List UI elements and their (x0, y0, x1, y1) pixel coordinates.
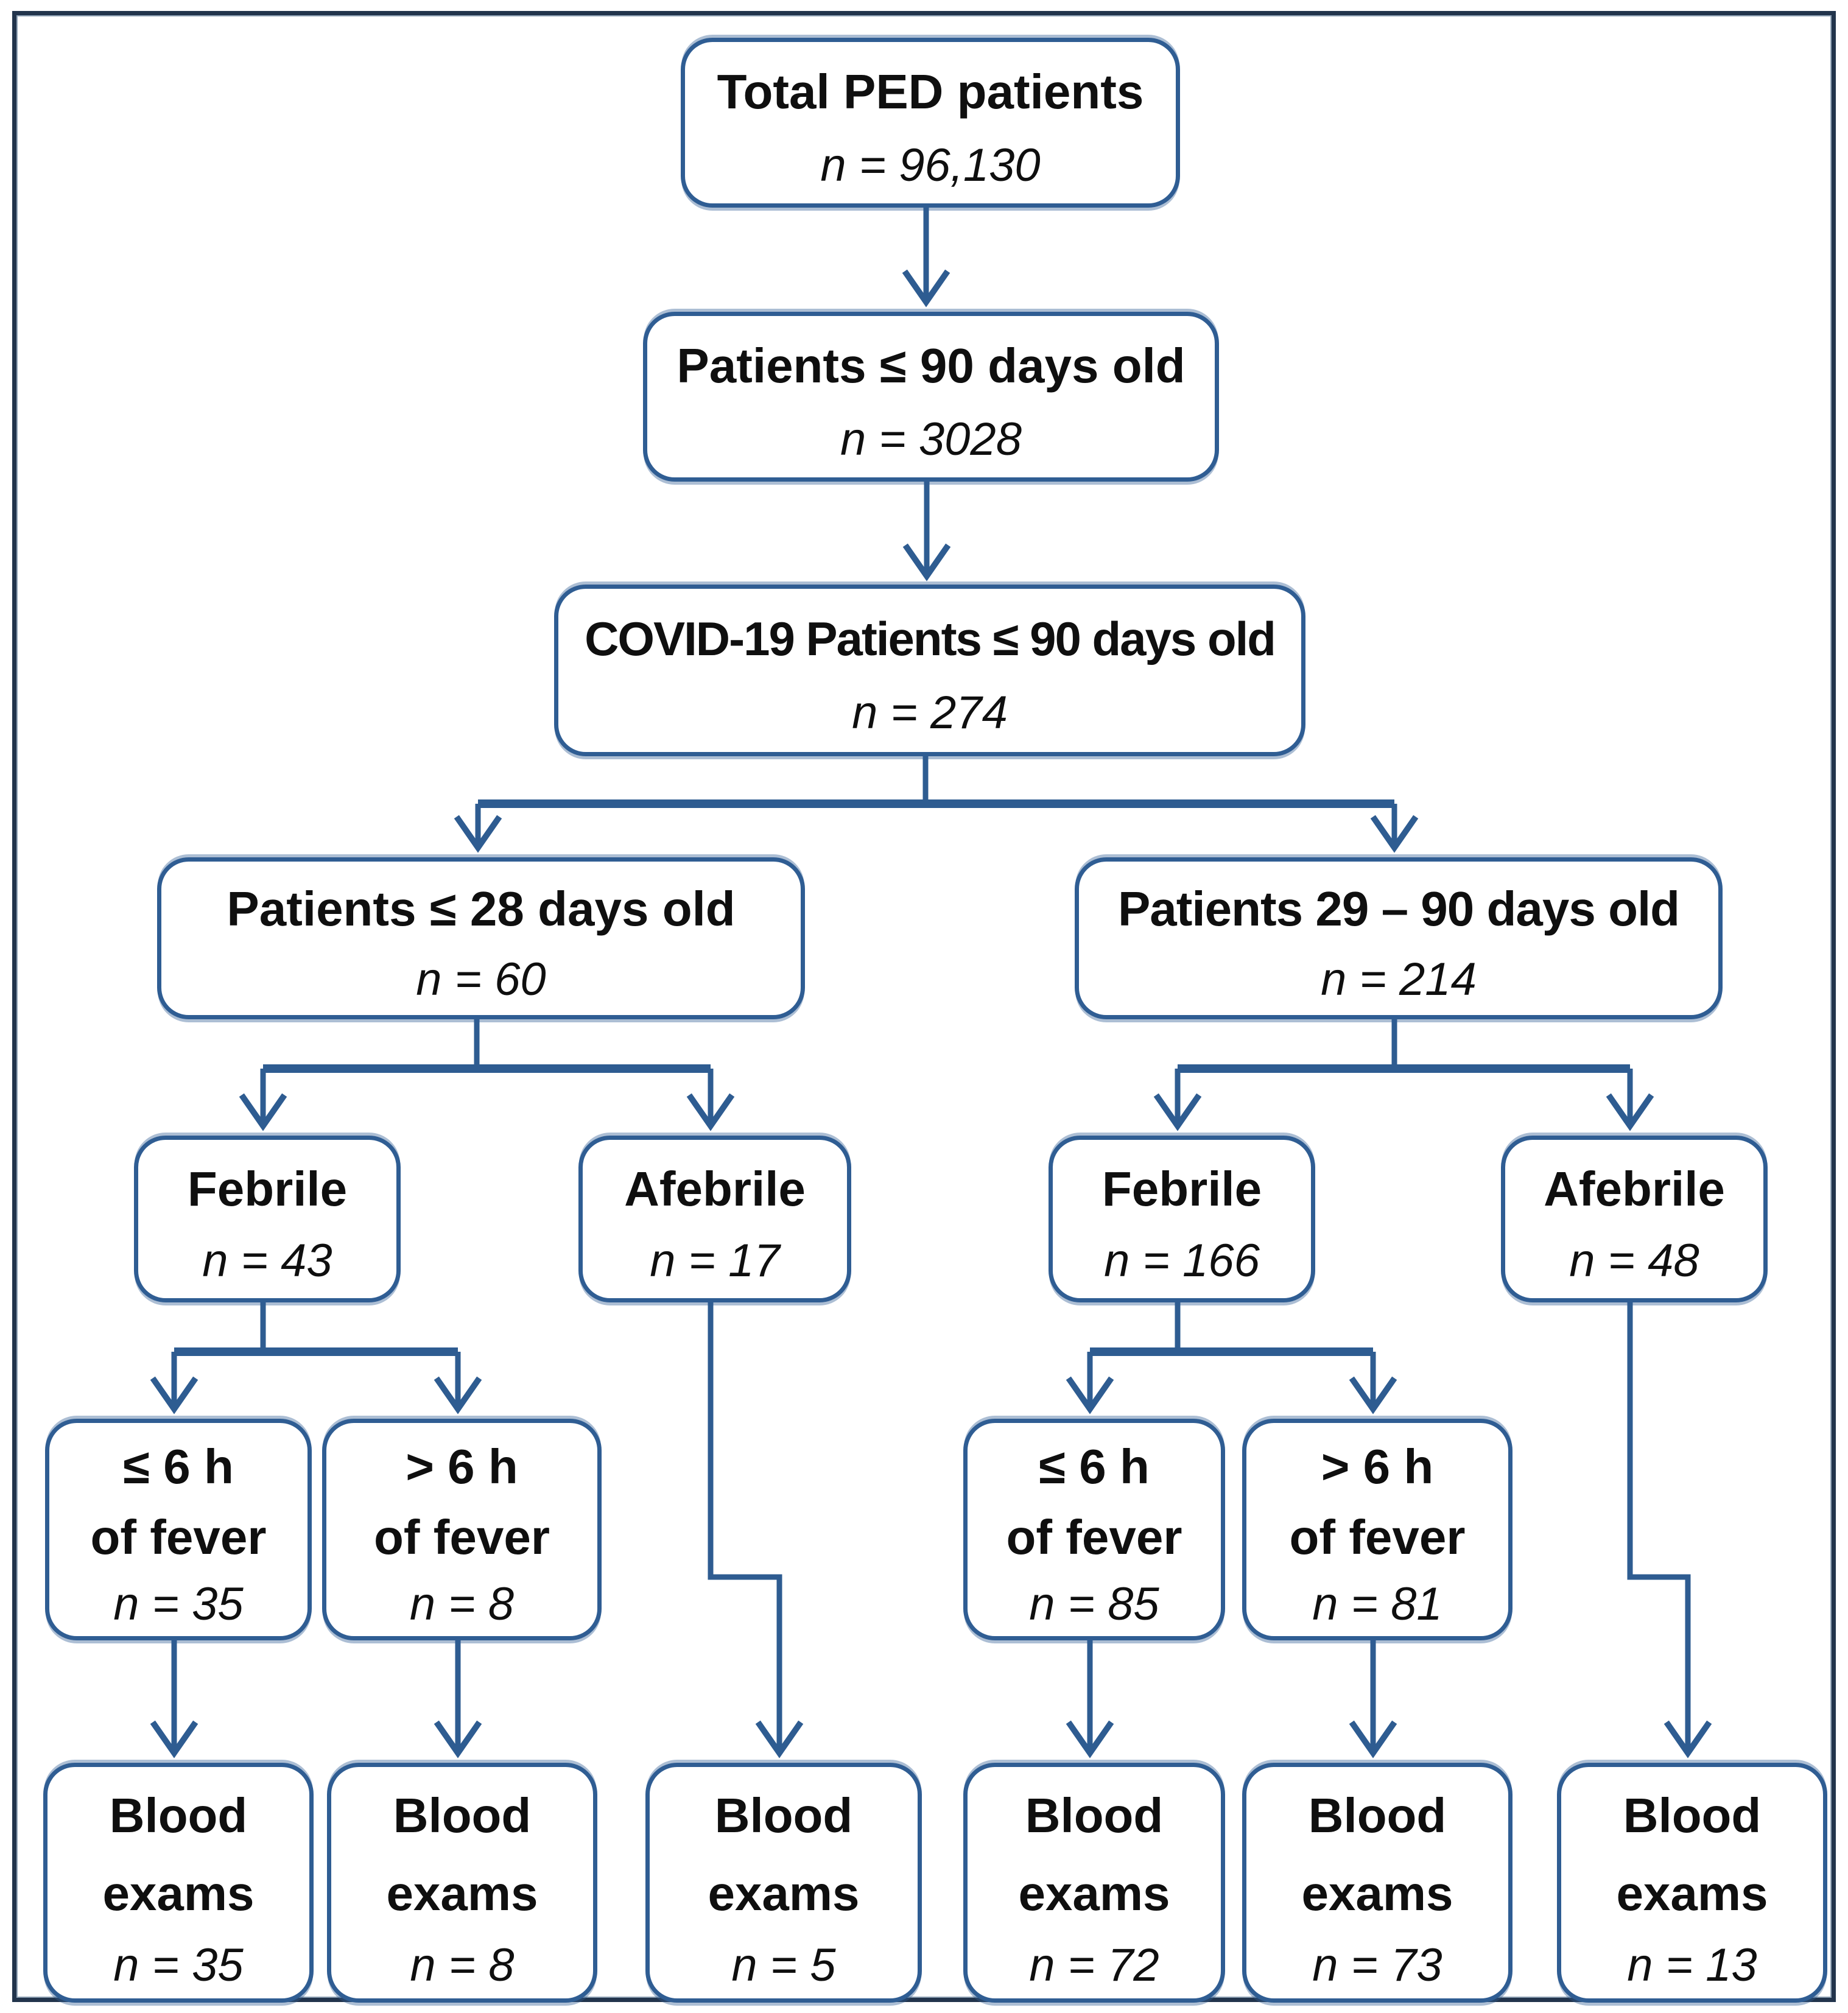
node-label: Blood exams (386, 1788, 538, 1920)
node-afebrile-29-90: Afebrile n = 48 (1501, 1136, 1768, 1302)
node-label: Patients ≤ 90 days old (676, 339, 1186, 393)
node-gt6h-fever-29-90: > 6 h of fever n = 81 (1242, 1419, 1512, 1640)
node-blood-exams-2: Blood exams n = 8 (327, 1763, 597, 2003)
edge-afebrile2990-to-blood6 (1627, 1294, 1712, 1758)
node-label: ≤ 6 h of fever (1006, 1439, 1182, 1564)
node-label: Febrile (1101, 1161, 1262, 1216)
node-blood-exams-5: Blood exams n = 73 (1242, 1763, 1512, 2003)
node-le6h-fever-29-90: ≤ 6 h of fever n = 85 (963, 1419, 1225, 1640)
node-afebrile-le28: Afebrile n = 17 (578, 1136, 851, 1302)
node-count: n = 60 (416, 954, 546, 1005)
node-patients-le-90-days: Patients ≤ 90 days old n = 3028 (643, 312, 1219, 482)
node-gt6h-fever-le28: > 6 h of fever n = 8 (322, 1419, 602, 1640)
node-count: n = 72 (1029, 1939, 1159, 1991)
node-label: Afebrile (624, 1161, 806, 1216)
node-count: n = 3028 (840, 413, 1022, 465)
node-blood-exams-4: Blood exams n = 72 (963, 1763, 1225, 2003)
connector-group (150, 199, 1712, 1758)
node-label: > 6 h of fever (374, 1439, 550, 1564)
node-count: n = 85 (1029, 1578, 1159, 1630)
node-label: Afebrile (1544, 1161, 1725, 1216)
node-count: n = 8 (410, 1939, 515, 1991)
node-label: Total PED patients (717, 65, 1144, 119)
node-label: Patients 29 – 90 days old (1117, 882, 1680, 936)
node-count: n = 13 (1627, 1939, 1757, 1991)
node-count: n = 274 (852, 686, 1008, 739)
node-le6h-fever-le28: ≤ 6 h of fever n = 35 (45, 1419, 312, 1640)
node-count: n = 35 (113, 1939, 244, 1991)
node-label: Patients ≤ 28 days old (227, 882, 736, 936)
node-count: n = 214 (1321, 954, 1477, 1005)
node-covid-patients-le-90-days: COVID-19 Patients ≤ 90 days old n = 274 (554, 585, 1305, 756)
node-blood-exams-3: Blood exams n = 5 (645, 1763, 922, 2003)
node-label: Blood exams (1301, 1788, 1453, 1920)
outer-frame (12, 11, 1836, 2002)
node-count: n = 5 (731, 1939, 836, 1991)
node-count: n = 8 (409, 1578, 515, 1630)
node-label: Blood exams (1616, 1788, 1768, 1920)
node-total-ped-patients: Total PED patients n = 96,130 (681, 38, 1180, 208)
node-count: n = 43 (202, 1235, 332, 1287)
node-count: n = 17 (650, 1235, 780, 1287)
edge-afebrile28-to-blood3 (708, 1294, 804, 1758)
node-label: Blood exams (102, 1788, 255, 1920)
node-label: Blood exams (1018, 1788, 1170, 1920)
node-label: ≤ 6 h of fever (90, 1439, 267, 1564)
node-count: n = 166 (1104, 1235, 1260, 1287)
node-febrile-le28: Febrile n = 43 (134, 1136, 401, 1302)
node-patients-29-90-days: Patients 29 – 90 days old n = 214 (1075, 857, 1723, 1019)
node-count: n = 73 (1312, 1939, 1442, 1991)
node-count: n = 81 (1312, 1578, 1442, 1630)
node-blood-exams-1: Blood exams n = 35 (43, 1763, 314, 2003)
node-count: n = 48 (1569, 1235, 1699, 1287)
node-count: n = 96,130 (820, 139, 1041, 191)
node-count: n = 35 (113, 1578, 244, 1630)
node-febrile-29-90: Febrile n = 166 (1049, 1136, 1315, 1302)
node-patients-le-28-days: Patients ≤ 28 days old n = 60 (157, 857, 805, 1019)
node-label: COVID-19 Patients ≤ 90 days old (585, 612, 1276, 666)
node-label: Febrile (187, 1161, 348, 1216)
node-label: > 6 h of fever (1289, 1439, 1466, 1564)
node-blood-exams-6: Blood exams n = 13 (1557, 1763, 1827, 2003)
node-label: Blood exams (708, 1788, 860, 1920)
